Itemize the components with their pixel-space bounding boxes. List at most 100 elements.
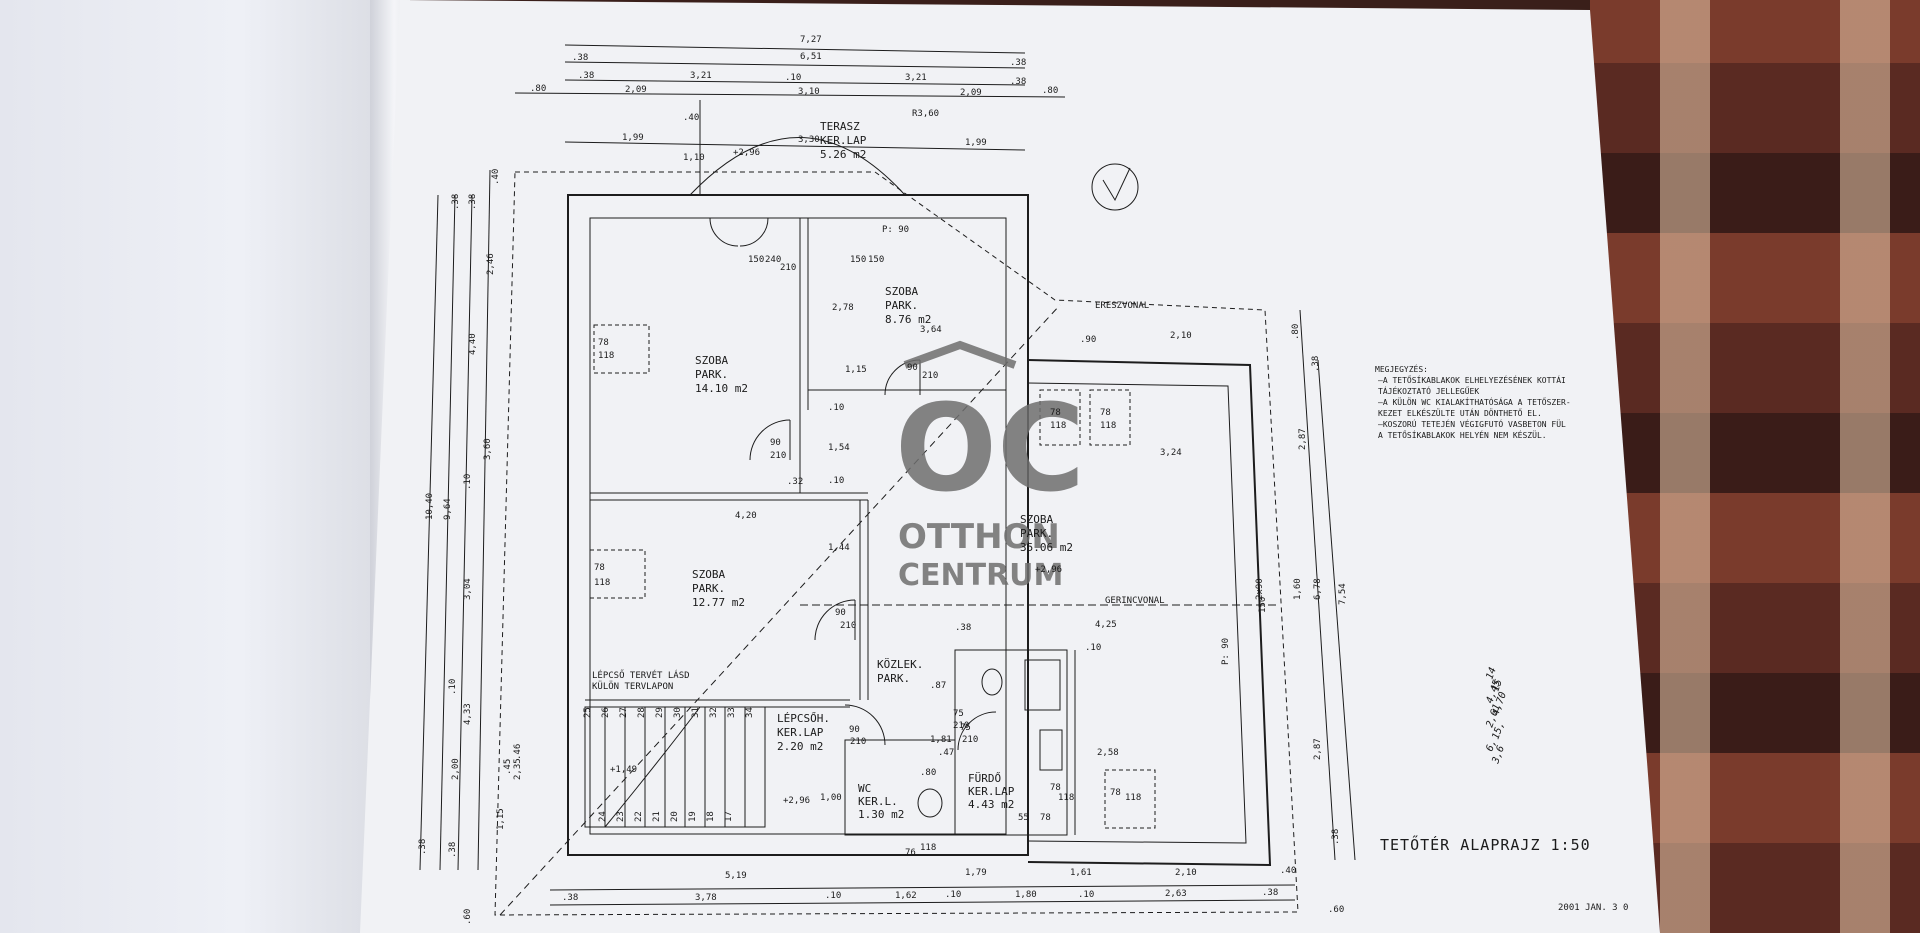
terasz-name: TERASZ <box>820 120 860 133</box>
left-dimension: .38 <box>468 194 478 210</box>
szoba3-name: SZOBA <box>692 568 725 581</box>
inner-dimension: 210 <box>770 451 786 461</box>
bottom-dimension: 1,79 <box>965 868 987 878</box>
stair-step-number: 23 <box>616 811 626 822</box>
left-dimension: 2,46 <box>486 253 496 275</box>
top-dimension: .10 <box>785 73 801 83</box>
stair-step-number: 31 <box>691 707 701 718</box>
left-dimension: .60 <box>463 909 473 925</box>
top-dimension: 6,51 <box>800 52 822 62</box>
note-line: –A TETŐSÍKABLAKOK ELHELYEZÉSÉNEK KOTTÁI <box>1378 374 1566 385</box>
sanitary-fixtures <box>917 659 1063 818</box>
stair-step-number: 22 <box>634 811 644 822</box>
szoba1-area: 14.10 m2 <box>695 382 748 395</box>
szoba3-area: 12.77 m2 <box>692 596 745 609</box>
stair-step-number: 27 <box>619 707 629 718</box>
level-szoba4: +2,96 <box>1035 565 1062 575</box>
top-dimension: 2,09 <box>625 85 647 95</box>
inner-dimension: 118 <box>598 351 614 361</box>
note-line: –KOSZORÚ TETEJÉN VÉGIGFUTÓ VASBETON FÜL <box>1378 418 1566 429</box>
inner-dimension: 1,00 <box>820 793 842 803</box>
stair-step-number: 34 <box>745 707 755 718</box>
left-dimension: 2,00 <box>451 758 461 780</box>
inner-dimension: .10 <box>828 403 844 413</box>
inner-dimension: .38 <box>955 623 971 633</box>
inner-dimension: 90 <box>835 608 846 618</box>
stair-step-number: 25 <box>583 707 593 718</box>
stair-note-2: KÜLÖN TERVLAPON <box>592 681 673 692</box>
inner-dimension: 150 <box>868 255 884 265</box>
inner-dimension: 78 <box>1050 783 1061 793</box>
stair-step-number: 26 <box>601 707 611 718</box>
bottom-dimension: .40 <box>1280 866 1296 876</box>
left-dimension: .46 <box>513 744 523 760</box>
door-swings <box>709 217 997 751</box>
inner-dimension: 118 <box>1058 793 1074 803</box>
right-dimension: 7,54 <box>1338 583 1348 605</box>
wc-area: 1.30 m2 <box>858 808 904 821</box>
left-dimension: 3,60 <box>483 438 493 460</box>
right-dimension: 2,87 <box>1313 738 1323 760</box>
bottom-dimension: .60 <box>1328 905 1344 915</box>
stair-step-number: 18 <box>706 811 716 822</box>
level-stair: +1,49 <box>610 765 637 775</box>
left-dimension: 4,40 <box>468 333 478 355</box>
right-dimension: .38 <box>1331 829 1341 845</box>
terasz-area: 5.26 m2 <box>820 148 866 161</box>
note-line: TÁJÉKOZTATÓ JELLEGŰEK <box>1378 385 1479 396</box>
watermark-line2: CENTRUM <box>898 558 1063 593</box>
inner-dimension: 78 <box>1110 788 1121 798</box>
top-dimension: 2,09 <box>960 88 982 98</box>
top-dimension: .38 <box>572 53 588 63</box>
stair-step-number: 28 <box>637 707 647 718</box>
szoba1-name: SZOBA <box>695 354 728 367</box>
right-dimension: 2,87 <box>1298 428 1308 450</box>
watermark-logo: OC <box>895 380 1085 519</box>
top-dimension: 3,10 <box>798 87 820 97</box>
bottom-dimension: 1,62 <box>895 891 917 901</box>
inner-dimension: 78 <box>594 563 605 573</box>
inner-dimension: 118 <box>920 843 936 853</box>
left-dimension: .40 <box>491 169 501 185</box>
szoba4-floor: PARK. <box>1020 527 1053 540</box>
dimension-lines <box>419 44 1356 906</box>
staircase <box>584 706 766 828</box>
bottom-dimension: 1,61 <box>1070 868 1092 878</box>
note-line: KEZET ELKÉSZÜLTE UTÁN DÖNTHETŐ EL. <box>1378 407 1542 418</box>
right-dimension: 150 <box>1258 597 1268 613</box>
bottom-dimension: 3,78 <box>695 893 717 903</box>
terrace-arc <box>689 137 906 196</box>
szoba4-area: 35.06 m2 <box>1020 541 1073 554</box>
inner-dimension: 210 <box>840 621 856 631</box>
stair-step-number: 33 <box>727 707 737 718</box>
inner-dimension: 210 <box>962 735 978 745</box>
inner-dimension: .90 <box>1080 335 1096 345</box>
inner-dimension: 1,44 <box>828 543 850 553</box>
inner-dimension: 2,58 <box>1097 748 1119 758</box>
top-dimension: 3,21 <box>905 73 927 83</box>
north-arrow-mark <box>1102 167 1131 202</box>
inner-dimension: 240 <box>765 255 781 265</box>
left-dimension: 1,15 <box>496 808 506 830</box>
bottom-dimension: .38 <box>562 893 578 903</box>
level-terasz: +2,96 <box>733 148 760 158</box>
left-dimension: .10 <box>463 474 473 490</box>
left-dimension: 9,64 <box>443 498 453 520</box>
inner-dimension: .32 <box>787 477 803 487</box>
left-dimension: .38 <box>418 839 428 855</box>
inner-dimension: 78 <box>598 338 609 348</box>
left-blank-page <box>0 0 400 933</box>
top-dimension: 7,27 <box>800 35 822 45</box>
top-dimension: 1,99 <box>622 133 644 143</box>
top-dimension: 1,10 <box>683 153 705 163</box>
watermark-line1: OTTHON <box>898 517 1060 557</box>
bottom-dimension: 2,10 <box>1175 868 1197 878</box>
inner-dimension: 210 <box>922 371 938 381</box>
bottom-dimension: .10 <box>945 890 961 900</box>
notes-heading: MEGJEGYZÉS: <box>1375 363 1428 374</box>
bottom-dimension: 5,19 <box>725 871 747 881</box>
inner-dimension: 78 <box>1040 813 1051 823</box>
